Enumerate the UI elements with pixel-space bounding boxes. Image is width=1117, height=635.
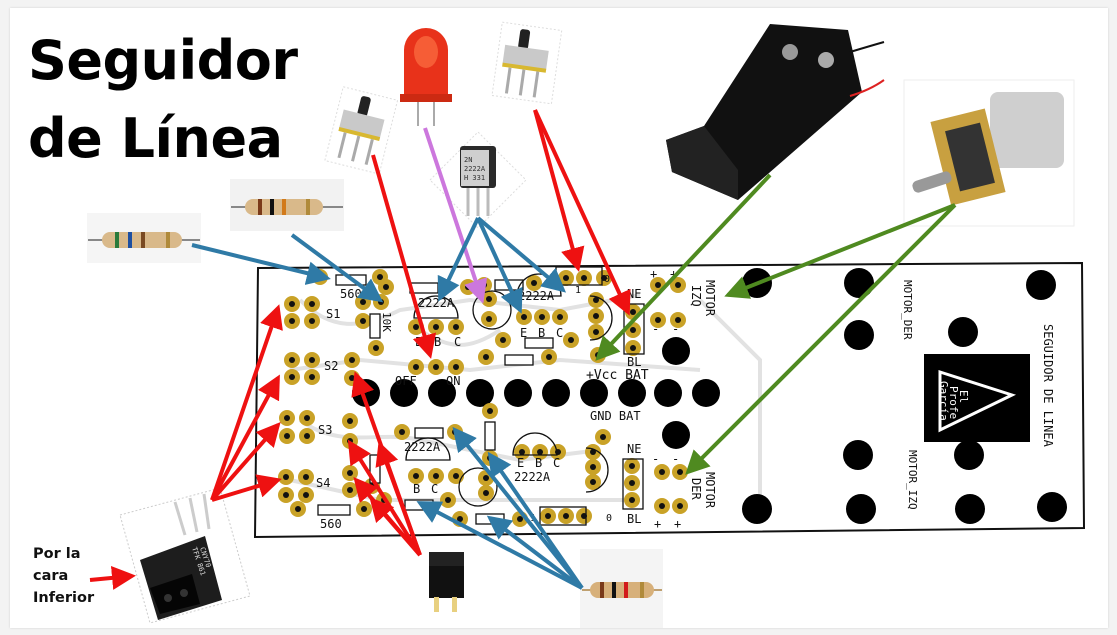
label-c3: C [431,482,438,496]
pad-hole [546,354,552,360]
resistor-10k-image [230,179,344,231]
pad-hole [483,354,489,360]
motor-der-label-2: DER [689,478,703,500]
connector-zero-bottom: 0 [606,513,612,524]
label-b2: B [538,326,545,340]
pad-hole [677,503,683,509]
battery-holder-image [666,24,885,200]
slide-switch-image-2 [491,21,563,105]
pad-hole [413,364,419,370]
pad-hole [304,433,310,439]
note-line-3: Inferior [33,590,95,606]
gear-motor-image [903,79,1075,227]
note-bottom-face: Por la cara Inferior [33,543,94,609]
transistor-mark-2: 2222A [464,165,486,173]
transistor-mark-1: 2N [464,156,472,164]
pad-hole [303,474,309,480]
pad-hole [539,314,545,320]
pad-hole [360,318,366,324]
label-560-bottom: 560 [320,517,342,531]
minus-bot-1: - [652,452,659,466]
pad-hole [487,408,493,414]
label-e2: E [520,326,527,340]
logo-el: El [957,390,970,403]
jumper-image [427,548,466,614]
pad-hole [521,314,527,320]
pad-hole [289,374,295,380]
label-gnd-bat: GND BAT [590,409,641,423]
resistor-560-image [87,213,201,263]
pad-hole [590,449,596,455]
label-ne-bottom: NE [627,442,641,456]
label-vcc-bat: +Vcc BAT [586,368,649,383]
pad-hole [295,506,301,512]
pad-hole [453,324,459,330]
pad-hole [304,415,310,421]
pad-hole [568,337,574,343]
pad-hole [309,301,315,307]
pad-hole [433,473,439,479]
pad-hole [486,316,492,322]
label-c: C [454,335,461,349]
plus-bot-2: + [674,517,681,531]
pad-hole [283,474,289,480]
pad-hole [453,364,459,370]
pad-hole [590,464,596,470]
pad-hole [284,415,290,421]
pad-hole [433,364,439,370]
title-line-1: Seguidor [28,29,298,92]
pad-hole [600,434,606,440]
minus-bot-2: - [672,452,679,466]
pad-hole [309,318,315,324]
label-c2: C [556,326,563,340]
pad-hole [557,314,563,320]
ir-sensor-image: CNY70 TFK 861 [119,487,251,624]
pad-hole [289,357,295,363]
pad-hole [629,463,635,469]
pad-hole [590,479,596,485]
title-line-2: de Línea [28,107,283,170]
note-line-1: Por la [33,546,81,562]
plus-bot-1: + [654,517,661,531]
pad-hole [289,301,295,307]
led-image [399,22,454,128]
pad-hole [347,418,353,424]
pad-hole [303,492,309,498]
label-b: B [434,335,441,349]
slide-switch-image-1 [324,86,399,175]
transistor-mark-3: H 331 [464,174,485,182]
pad-hole [659,469,665,475]
label-s1: S1 [326,307,340,321]
pad-hole [289,318,295,324]
pad-hole [629,497,635,503]
label-on: ON [446,374,460,388]
pad-hole [500,337,506,343]
pad-hole [284,433,290,439]
pad-hole [283,492,289,498]
pad-hole [659,503,665,509]
label-bl-bottom: BL [627,512,641,526]
pad-hole [677,469,683,475]
resistor-1k-image [580,549,663,628]
pad-hole [309,357,315,363]
motor-der-label-1: MOTOR [703,472,717,509]
label-s2: S2 [324,359,338,373]
pad-hole [629,480,635,486]
board-name: SEGUIDOR DE LINEA [1041,324,1055,448]
label-s4: S4 [316,476,330,490]
pad-hole [309,374,315,380]
transistor-image: 2N 2222A H 331 [429,131,527,229]
pad-hole [433,324,439,330]
note-line-2: cara [33,568,69,584]
pad-hole [349,357,355,363]
label-s3: S3 [318,423,332,437]
